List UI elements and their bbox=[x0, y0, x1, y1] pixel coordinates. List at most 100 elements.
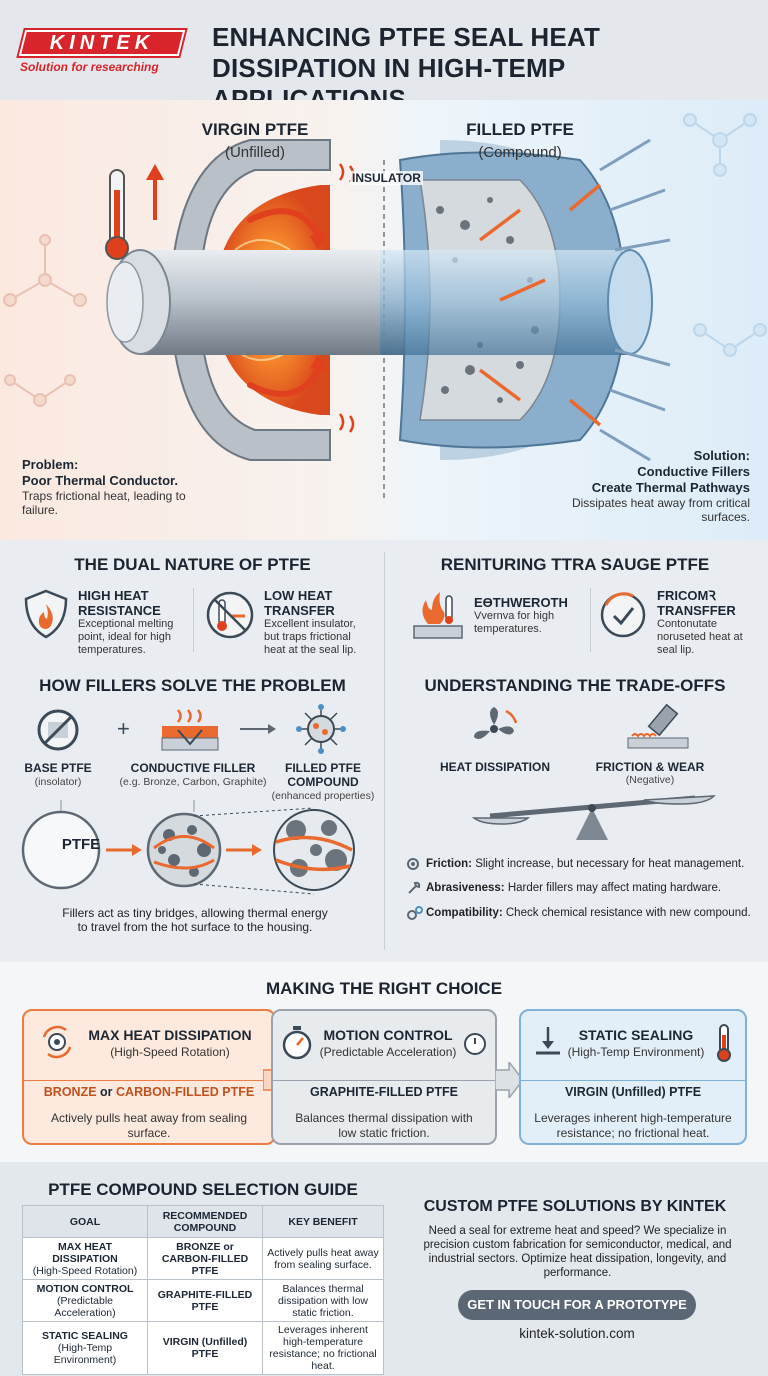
shield-flame-icon bbox=[24, 589, 68, 639]
secondary-feature-1: EƟTHWEROTH Vvernva for high temperatures… bbox=[474, 595, 584, 636]
molecule-icon bbox=[296, 704, 346, 754]
table-cell-compound: BRONZE or CARBON-FILLED PTFE bbox=[147, 1237, 263, 1280]
molecule-decoration-right bbox=[683, 113, 767, 357]
prohibited-icon bbox=[37, 709, 79, 751]
filled-ptfe-subtitle: (Compound) bbox=[478, 144, 562, 161]
conductive-filler-label: CONDUCTIVE FILLER bbox=[130, 761, 256, 775]
cta-title: CUSTOM PTFE SOLUTIONS BY KINTEK bbox=[423, 1198, 727, 1215]
wrench-icon bbox=[408, 881, 421, 894]
get-in-touch-button[interactable]: GET IN TOUCH FOR A PROTOTYPE bbox=[458, 1290, 696, 1320]
solution-callout: Solution: Conductive Fillers Create Ther… bbox=[560, 448, 750, 524]
heat-dissipation-label: HEAT DISSIPATION bbox=[440, 760, 551, 774]
base-ptfe-sub: (insolator) bbox=[34, 776, 82, 788]
wear-block-icon bbox=[627, 704, 689, 749]
problem-headline: Poor Thermal Conductor. bbox=[22, 473, 179, 488]
base-ptfe-label: BASE PTFE bbox=[24, 761, 92, 775]
insulator-label: INSULATOR bbox=[350, 171, 423, 185]
website-link[interactable]: kintek-solution.com bbox=[519, 1326, 635, 1341]
solution-label: Solution: bbox=[693, 448, 750, 463]
no-heat-transfer-icon bbox=[206, 591, 254, 639]
fillers-title: HOW FILLERS SOLVE THE PROBLEM bbox=[39, 676, 346, 695]
feature-low-heat-title: LOW HEAT TRANSFER bbox=[264, 588, 335, 618]
goal-text: MAX HEAT DISSIPATION bbox=[52, 1240, 118, 1265]
choice-card-static[interactable]: STATIC SEALING (High-Temp Environment) V… bbox=[519, 1009, 747, 1145]
arrow-right-icon bbox=[495, 1062, 523, 1098]
fan-icon bbox=[474, 707, 518, 739]
selection-guide-table: GOAL RECOMMENDED COMPOUND KEY BENEFIT MA… bbox=[22, 1205, 384, 1375]
logo-tagline: Solution for researching bbox=[20, 60, 159, 74]
choice-card-sub: (Predictable Acceleration) bbox=[319, 1045, 457, 1059]
hero-illustration: VIRGIN PTFE (Unfilled) FILLED PTFE (Comp… bbox=[0, 100, 768, 540]
tradeoff-abrasiveness: Abrasiveness: Harder fillers may affect … bbox=[426, 881, 766, 895]
feature-divider bbox=[590, 588, 591, 652]
molecule-decoration-left bbox=[3, 234, 87, 407]
compound-label: FILLED PTFE COMPOUND bbox=[285, 761, 361, 789]
problem-text: Traps frictional heat, leading to failur… bbox=[22, 489, 186, 517]
table-cell-goal: STATIC SEALING(High-Temp Environment) bbox=[22, 1321, 148, 1375]
secondary-feature-2-text: Contonutate noruseted heat at seal lip. bbox=[657, 618, 743, 656]
table-header-goal: GOAL bbox=[22, 1205, 148, 1238]
flame-icon bbox=[413, 592, 463, 639]
goal-sub: (High-Temp Environment) bbox=[53, 1342, 117, 1366]
tradeoff-friction-label: Friction: bbox=[426, 858, 472, 870]
kintek-logo[interactable]: KINTEK bbox=[18, 30, 186, 56]
tradeoff-compatibility: Compatibility: Check chemical resistance… bbox=[426, 906, 766, 920]
table-cell-benefit: Actively pulls heat away from sealing su… bbox=[262, 1237, 384, 1280]
choice-card-sub: (High-Temp Environment) bbox=[567, 1045, 705, 1059]
filler-process-diagram bbox=[21, 800, 355, 895]
solution-headline-2: Create Thermal Pathways bbox=[591, 480, 750, 495]
table-row: MAX HEAT DISSIPATION(High-Speed Rotation… bbox=[22, 1237, 384, 1280]
arrow-right-icon bbox=[240, 724, 276, 734]
table-row: MOTION CONTROL(Predictable Acceleration)… bbox=[22, 1279, 384, 1322]
choice-card-material: VIRGIN (Unfilled) PTFE bbox=[564, 1085, 702, 1099]
problem-label: Problem: bbox=[22, 457, 79, 472]
virgin-seal-housing bbox=[168, 139, 331, 461]
choice-card-title: MOTION CONTROL bbox=[323, 1027, 453, 1043]
choice-card-desc: Actively pulls heat away from sealing su… bbox=[50, 1111, 248, 1140]
filler-block-icon bbox=[161, 709, 219, 751]
table-cell-goal: MOTION CONTROL(Predictable Acceleration) bbox=[22, 1279, 148, 1322]
secondary-feature-1-text: Vvernva for high temperatures. bbox=[474, 610, 555, 635]
feature-high-heat-text: Exceptional melting point, ideal for hig… bbox=[78, 618, 174, 656]
table-header-compound: RECOMMENDED COMPOUND bbox=[147, 1205, 263, 1238]
tradeoff-friction: Friction: Slight increase, but necessary… bbox=[426, 857, 766, 871]
choice-card-title: MAX HEAT DISSIPATION bbox=[88, 1027, 252, 1043]
table-cell-goal: MAX HEAT DISSIPATION(High-Speed Rotation… bbox=[22, 1237, 148, 1280]
virgin-ptfe-subtitle: (Unfilled) bbox=[224, 144, 285, 161]
choice-card-motion[interactable]: MOTION CONTROL (Predictable Acceleration… bbox=[271, 1009, 497, 1145]
feature-low-heat-text: Excellent insulator, but traps frictiona… bbox=[264, 618, 357, 656]
secondary-feature-2: FRICOMꝚ TRANSFFER Contonutate noruseted … bbox=[657, 588, 757, 657]
table-cell-compound: VIRGIN (Unfilled) PTFE bbox=[147, 1321, 263, 1375]
seal-cross-section-illustration bbox=[3, 113, 767, 500]
table-header-row: GOAL RECOMMENDED COMPOUND KEY BENEFIT bbox=[22, 1205, 384, 1238]
table-cell-benefit: Leverages inherent high-temperature resi… bbox=[262, 1321, 384, 1375]
solution-text: Dissipates heat away from critical surfa… bbox=[571, 496, 750, 524]
goal-text: STATIC SEALING bbox=[42, 1330, 128, 1342]
choice-card-max-heat[interactable]: MAX HEAT DISSIPATION (High-Speed Rotatio… bbox=[22, 1009, 276, 1145]
tradeoff-abrasiveness-label: Abrasiveness: bbox=[426, 882, 505, 894]
choice-title: MAKING THE RIGHT CHOICE bbox=[265, 979, 503, 998]
tradeoff-compatibility-text: Check chemical resistance with new compo… bbox=[505, 907, 751, 919]
conductive-filler-sub: (e.g. Bronze, Carbon, Graphite) bbox=[119, 776, 267, 788]
choice-card-material: GRAPHITE-FILLED PTFE bbox=[310, 1085, 458, 1099]
feature-low-heat: LOW HEAT TRANSFER Excellent insulator, b… bbox=[264, 588, 374, 657]
page-title: ENHANCING PTFE SEAL HEAT DISSIPATION IN … bbox=[212, 22, 601, 114]
table-row: STATIC SEALING(High-Temp Environment) VI… bbox=[22, 1321, 384, 1375]
tradeoff-friction-text: Slight increase, but necessary for heat … bbox=[475, 858, 745, 870]
gear-icon bbox=[407, 906, 423, 920]
pressure-icon bbox=[536, 1027, 560, 1055]
cta-text: Need a seal for extreme heat and speed? … bbox=[423, 1225, 732, 1279]
gear-icon bbox=[407, 858, 419, 870]
ptfe-circle-label: PTFE bbox=[61, 836, 101, 853]
thermometer-icon bbox=[717, 1024, 731, 1062]
choice-card-sub: (High-Speed Rotation) bbox=[110, 1045, 230, 1059]
solution-headline-1: Conductive Fillers bbox=[637, 464, 750, 479]
table-cell-benefit: Balances thermal dissipation with low st… bbox=[262, 1279, 384, 1322]
fillers-caption: Fillers act as tiny bridges, allowing th… bbox=[62, 906, 328, 934]
guide-title: PTFE COMPOUND SELECTION GUIDE bbox=[48, 1180, 358, 1199]
problem-callout: Problem: Poor Thermal Conductor. Traps f… bbox=[22, 457, 192, 517]
choice-card-material: BRONZE or CARBON-FILLED PTFE bbox=[24, 1085, 274, 1099]
tradeoff-abrasiveness-text: Harder fillers may affect mating hardwar… bbox=[507, 882, 722, 894]
stopwatch-icon bbox=[282, 1026, 312, 1060]
feature-high-heat: HIGH HEAT RESISTANCE Exceptional melting… bbox=[78, 588, 188, 657]
